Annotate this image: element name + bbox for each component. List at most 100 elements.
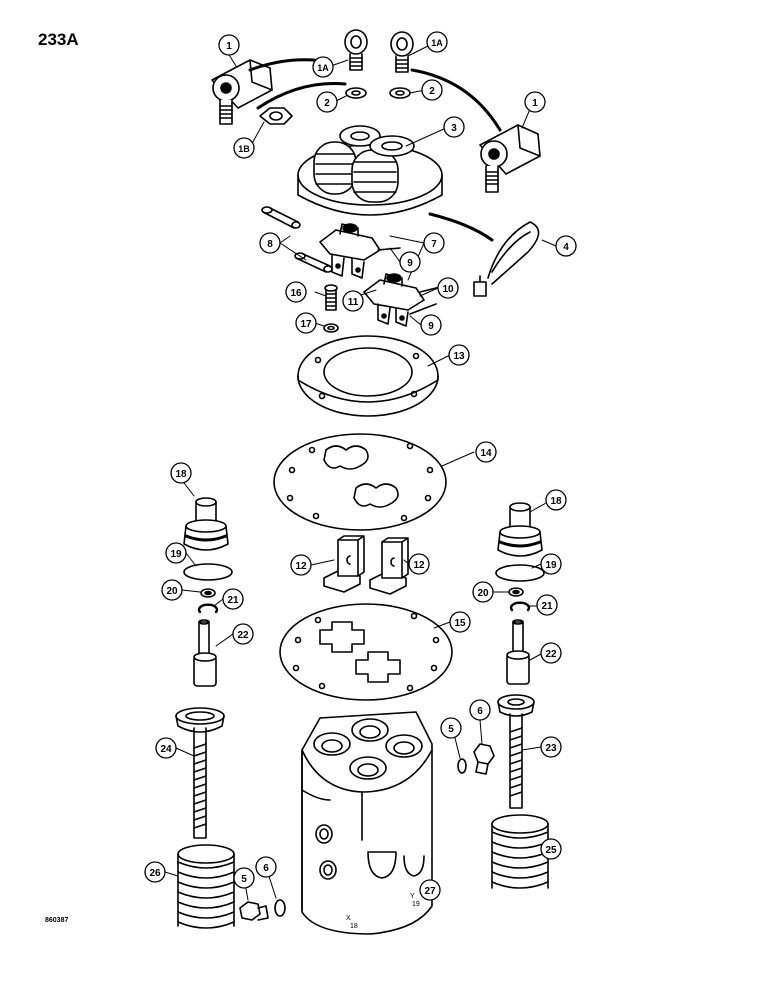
svg-text:18: 18 <box>175 469 187 480</box>
spring-seat-bolt-right <box>497 694 535 809</box>
rubber-boot <box>297 125 443 216</box>
svg-text:20: 20 <box>477 588 489 599</box>
snap-ring-right <box>509 601 531 612</box>
ball-joint-left <box>211 59 273 125</box>
callout-1-right: 1 <box>524 91 546 113</box>
callout-1b: 1B <box>233 137 255 159</box>
callout-17: 17 <box>295 312 317 334</box>
svg-text:11: 11 <box>348 297 359 308</box>
spring-right <box>491 814 549 889</box>
svg-text:23: 23 <box>545 743 557 754</box>
spring-left <box>177 844 235 929</box>
svg-text:7: 7 <box>431 239 437 250</box>
svg-text:8: 8 <box>267 239 273 250</box>
hex-nut <box>259 107 293 125</box>
callout-6-left: 6 <box>255 856 277 878</box>
svg-text:2: 2 <box>429 86 435 97</box>
callout-22-left: 22 <box>232 623 254 645</box>
callout-18-left: 18 <box>170 462 192 484</box>
callout-2-right: 2 <box>421 79 443 101</box>
stamp-left: X <box>346 915 351 922</box>
callout-4: 4 <box>555 235 577 257</box>
callout-12-right: 12 <box>408 553 430 575</box>
callout-7: 7 <box>423 232 445 254</box>
gasket-upper <box>273 433 447 531</box>
svg-text:26: 26 <box>149 868 161 879</box>
callout-26: 26 <box>144 861 166 883</box>
cam-lower <box>363 273 425 327</box>
snap-ring-left <box>197 603 219 614</box>
callout-18-right: 18 <box>545 489 567 511</box>
washer-small-left <box>200 588 216 598</box>
side-ports <box>315 824 337 880</box>
eye-bolt-left <box>344 29 368 71</box>
svg-text:5: 5 <box>448 724 454 735</box>
boot-strap-lead <box>428 212 494 242</box>
callout-15: 15 <box>449 611 471 633</box>
svg-text:2: 2 <box>324 98 330 109</box>
svg-text:10: 10 <box>442 284 454 295</box>
callout-16: 16 <box>285 281 307 303</box>
plug-left <box>239 901 269 921</box>
svg-text:9: 9 <box>407 258 413 269</box>
svg-text:1B: 1B <box>238 144 250 154</box>
callout-12-left: 12 <box>290 554 312 576</box>
washer-left <box>345 87 367 99</box>
gasket-lower <box>279 603 453 701</box>
eye-bolt-right <box>390 31 414 73</box>
svg-text:6: 6 <box>477 706 483 717</box>
spring-seat-bolt-left <box>175 707 225 839</box>
ball-joint-right <box>479 124 541 193</box>
svg-text:27: 27 <box>424 886 436 897</box>
svg-text:21: 21 <box>541 601 553 612</box>
svg-text:19: 19 <box>170 549 182 560</box>
cam-upper <box>319 223 381 279</box>
plug-right <box>473 743 495 775</box>
callout-11: 11 <box>342 290 364 312</box>
callout-bubbles: 1 1 1A 1A 1B 2 2 3 4 7 8 9 9 10 11 16 17… <box>144 31 577 901</box>
callout-3: 3 <box>443 116 465 138</box>
svg-text:12: 12 <box>413 560 425 571</box>
svg-text:15: 15 <box>454 618 466 629</box>
pushrod-right <box>506 619 530 685</box>
valve-body <box>301 711 433 935</box>
svg-text:16: 16 <box>290 288 302 299</box>
reference-code: 860387 <box>45 917 69 924</box>
o-ring-left <box>183 563 233 581</box>
svg-text:1: 1 <box>532 98 538 109</box>
washer-small-right <box>508 587 524 597</box>
svg-text:1A: 1A <box>317 63 329 73</box>
svg-text:18: 18 <box>550 496 562 507</box>
svg-text:5: 5 <box>241 874 247 885</box>
svg-text:22: 22 <box>545 649 557 660</box>
svg-text:20: 20 <box>166 586 178 597</box>
callout-8: 8 <box>259 232 281 254</box>
o-ring-right <box>495 564 545 582</box>
callout-2-left: 2 <box>316 91 338 113</box>
callout-1a-right: 1A <box>426 31 448 53</box>
svg-text:4: 4 <box>563 242 569 253</box>
svg-text:12: 12 <box>295 561 307 572</box>
callout-1-left: 1 <box>218 34 240 56</box>
svg-text:9: 9 <box>428 321 434 332</box>
washer-right <box>389 87 411 99</box>
callout-14: 14 <box>475 441 497 463</box>
svg-text:21: 21 <box>227 595 239 606</box>
svg-text:19: 19 <box>545 560 557 571</box>
svg-text:14: 14 <box>480 448 492 459</box>
callout-23: 23 <box>540 736 562 758</box>
callout-21-right: 21 <box>536 594 558 616</box>
callout-5-right: 5 <box>440 717 462 739</box>
page-number: 233A <box>38 30 79 49</box>
strap <box>473 221 540 297</box>
callout-6-right: 6 <box>469 699 491 721</box>
plunger-left <box>323 535 365 593</box>
callout-21-left: 21 <box>222 588 244 610</box>
svg-text:17: 17 <box>300 319 312 330</box>
svg-text:22: 22 <box>237 630 249 641</box>
callout-27: 27 <box>419 879 441 901</box>
svg-text:13: 13 <box>453 351 465 362</box>
svg-text:1A: 1A <box>431 38 443 48</box>
spool-guide-right <box>497 502 543 557</box>
